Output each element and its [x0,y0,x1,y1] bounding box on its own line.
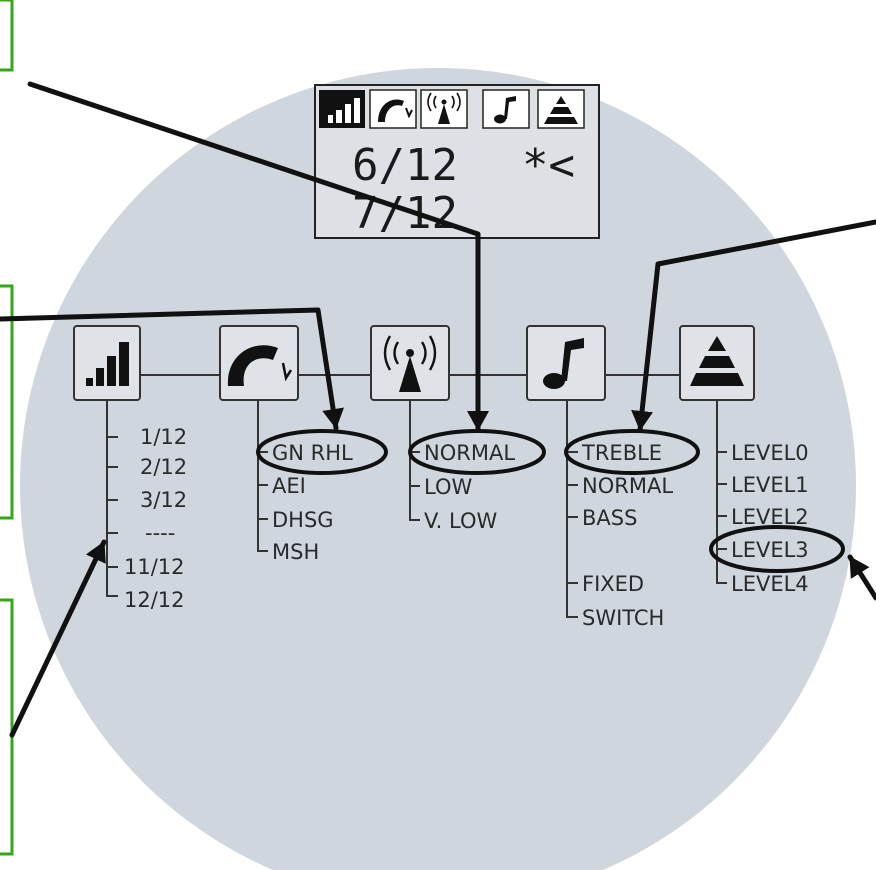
level-option: LEVEL1 [731,473,809,497]
handset-icon [219,325,299,401]
tone-option: BASS [582,506,637,530]
call-option: DHSG [272,508,334,532]
lcd-handset-icon [369,89,417,129]
call-option: GN RHL [272,441,353,465]
antenna-option: LOW [424,475,472,499]
signal-option: ---- [145,521,175,545]
level-option: LEVEL0 [731,441,809,465]
lcd-pyramid-icon [537,89,585,129]
antenna-icon [370,325,450,401]
call-option: MSH [272,540,319,564]
call-option: AEI [272,474,306,498]
callout-box-top-left [0,0,14,72]
pointer-arrow-to-treble [631,219,876,433]
pointer-arrow-to-signal-tree [9,539,107,738]
lcd-signal-icon [319,90,365,128]
tone-option: SWITCH [582,606,664,630]
lcd-symbol: *< [522,140,575,191]
signal-option: 12/12 [124,588,185,612]
lcd-antenna-icon [420,89,468,129]
level-option: LEVEL4 [731,572,809,596]
signal-option: 11/12 [124,555,185,579]
signal-option: 1/12 [140,425,187,449]
signal-option: 3/12 [140,488,187,512]
lcd-line-1: 6/12 [352,140,458,191]
level-option: LEVEL2 [731,505,809,529]
pyramid-icon [679,325,755,401]
callout-box-bottom-left [0,598,14,856]
callout-box-mid-left [0,284,14,520]
lcd-music-note-icon [482,89,530,129]
highlight-ring-gn-rhl [256,429,388,475]
tone-option: TREBLE [581,441,662,465]
music-note-icon [526,325,606,401]
pointer-arrow-to-gn-rhl [0,307,345,431]
lcd-display: 6/12 *< 7/12 [314,84,600,239]
antenna-option: V. LOW [424,509,497,533]
signal-bars-icon [73,325,141,401]
highlight-ring-level3 [709,525,845,573]
signal-option: 2/12 [140,455,187,479]
tone-option: FIXED [582,572,644,596]
pointer-arrow-to-level3 [847,554,876,601]
highlight-ring-treble [564,429,700,475]
level-option: LEVEL3 [731,538,809,562]
tone-option: NORMAL [582,474,673,498]
antenna-option: NORMAL [424,441,515,465]
pointer-arrow-to-normal [27,81,489,433]
